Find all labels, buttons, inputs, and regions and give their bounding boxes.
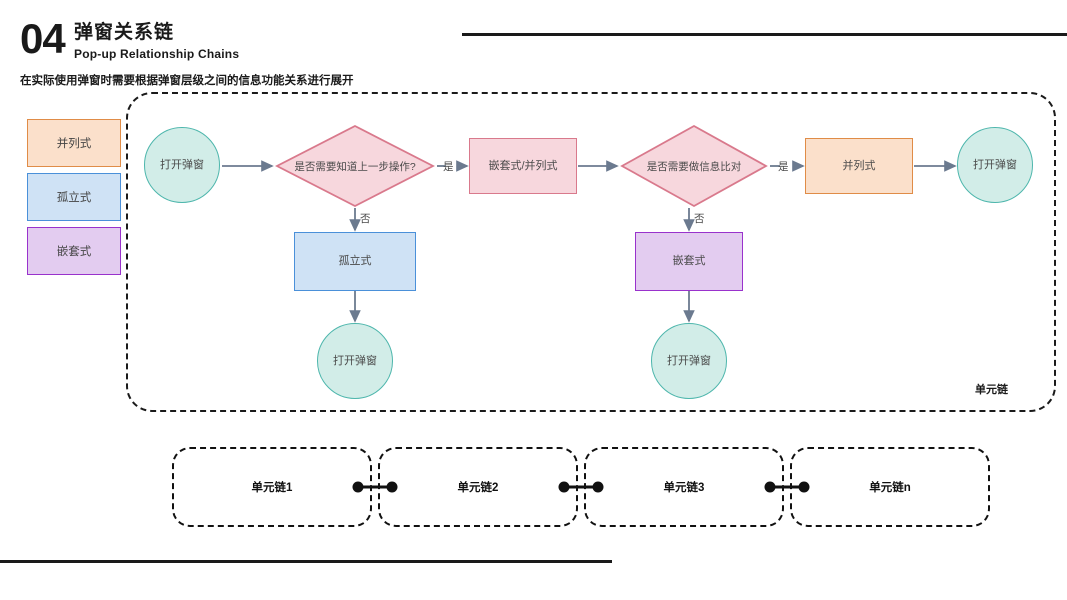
- legend-item-isolated: 孤立式: [27, 173, 121, 221]
- chain-segment-4[interactable]: 单元链n: [790, 447, 990, 527]
- node-nested-popup[interactable]: 打开弹窗: [651, 323, 727, 399]
- footer-rule: [0, 560, 612, 563]
- unit-chain-sequence: 单元链1 单元链2 单元链3 单元链n: [172, 447, 992, 527]
- chain-segment-label: 单元链1: [251, 482, 293, 494]
- edge-label-no-2: 否: [694, 213, 705, 225]
- chain-segment-label: 单元链n: [869, 482, 911, 494]
- legend-label-isolated: 孤立式: [56, 192, 92, 204]
- node-end-popup[interactable]: 打开弹窗: [957, 127, 1033, 203]
- chain-segment-label: 单元链3: [663, 482, 705, 494]
- node-isolated-popup[interactable]: 打开弹窗: [317, 323, 393, 399]
- node-decision-2[interactable]: 是否需要做信息比对: [620, 124, 768, 208]
- node-label: 并列式: [842, 159, 876, 172]
- page-description: 在实际使用弹窗时需要根据弹窗层级之间的信息功能关系进行展开: [20, 75, 354, 87]
- node-label: 打开弹窗: [160, 158, 204, 171]
- legend-label-parallel: 并列式: [56, 138, 92, 150]
- node-label: 是否需要做信息比对: [646, 160, 742, 173]
- chain-segment-1[interactable]: 单元链1: [172, 447, 372, 527]
- node-nested-or-parallel[interactable]: 嵌套式/并列式: [469, 138, 577, 194]
- node-decision-1[interactable]: 是否需要知道上一步操作?: [275, 124, 435, 208]
- node-label: 嵌套式: [672, 255, 706, 268]
- unit-chain-container-label: 单元链: [975, 384, 1008, 396]
- edge-label-yes-2: 是: [778, 161, 789, 173]
- section-number: 04: [20, 15, 66, 62]
- edge-label-no-1: 否: [360, 213, 371, 225]
- page-title: 弹窗关系链: [74, 22, 175, 43]
- diamond-shape: [620, 124, 768, 208]
- chain-segment-label: 单元链2: [457, 482, 499, 494]
- node-label: 是否需要知道上一步操作?: [294, 160, 416, 173]
- node-isolated[interactable]: 孤立式: [294, 232, 416, 291]
- node-label: 打开弹窗: [333, 354, 377, 367]
- legend-item-nested: 嵌套式: [27, 227, 121, 275]
- page-subtitle-en: Pop-up Relationship Chains: [74, 47, 240, 61]
- chain-segment-3[interactable]: 单元链3: [584, 447, 784, 527]
- node-parallel[interactable]: 并列式: [805, 138, 913, 194]
- node-start-popup[interactable]: 打开弹窗: [144, 127, 220, 203]
- node-label: 嵌套式/并列式: [488, 159, 558, 172]
- legend-label-nested: 嵌套式: [56, 246, 92, 258]
- node-label-wrap: 是否需要做信息比对: [620, 124, 768, 208]
- node-label: 打开弹窗: [667, 354, 711, 367]
- node-label: 孤立式: [338, 255, 372, 268]
- diamond-shape: [275, 124, 435, 208]
- chain-link-connector-2: [558, 481, 604, 493]
- legend-item-parallel: 并列式: [27, 119, 121, 167]
- node-label-wrap: 是否需要知道上一步操作?: [275, 124, 435, 208]
- chain-link-connector-3: [764, 481, 810, 493]
- chain-link-connector-1: [352, 481, 398, 493]
- unit-chain-container: [126, 92, 1056, 412]
- header-rule: [462, 33, 1067, 36]
- edge-label-yes-1: 是: [443, 161, 454, 173]
- chain-segment-2[interactable]: 单元链2: [378, 447, 578, 527]
- node-label: 打开弹窗: [973, 158, 1017, 171]
- node-nested[interactable]: 嵌套式: [635, 232, 743, 291]
